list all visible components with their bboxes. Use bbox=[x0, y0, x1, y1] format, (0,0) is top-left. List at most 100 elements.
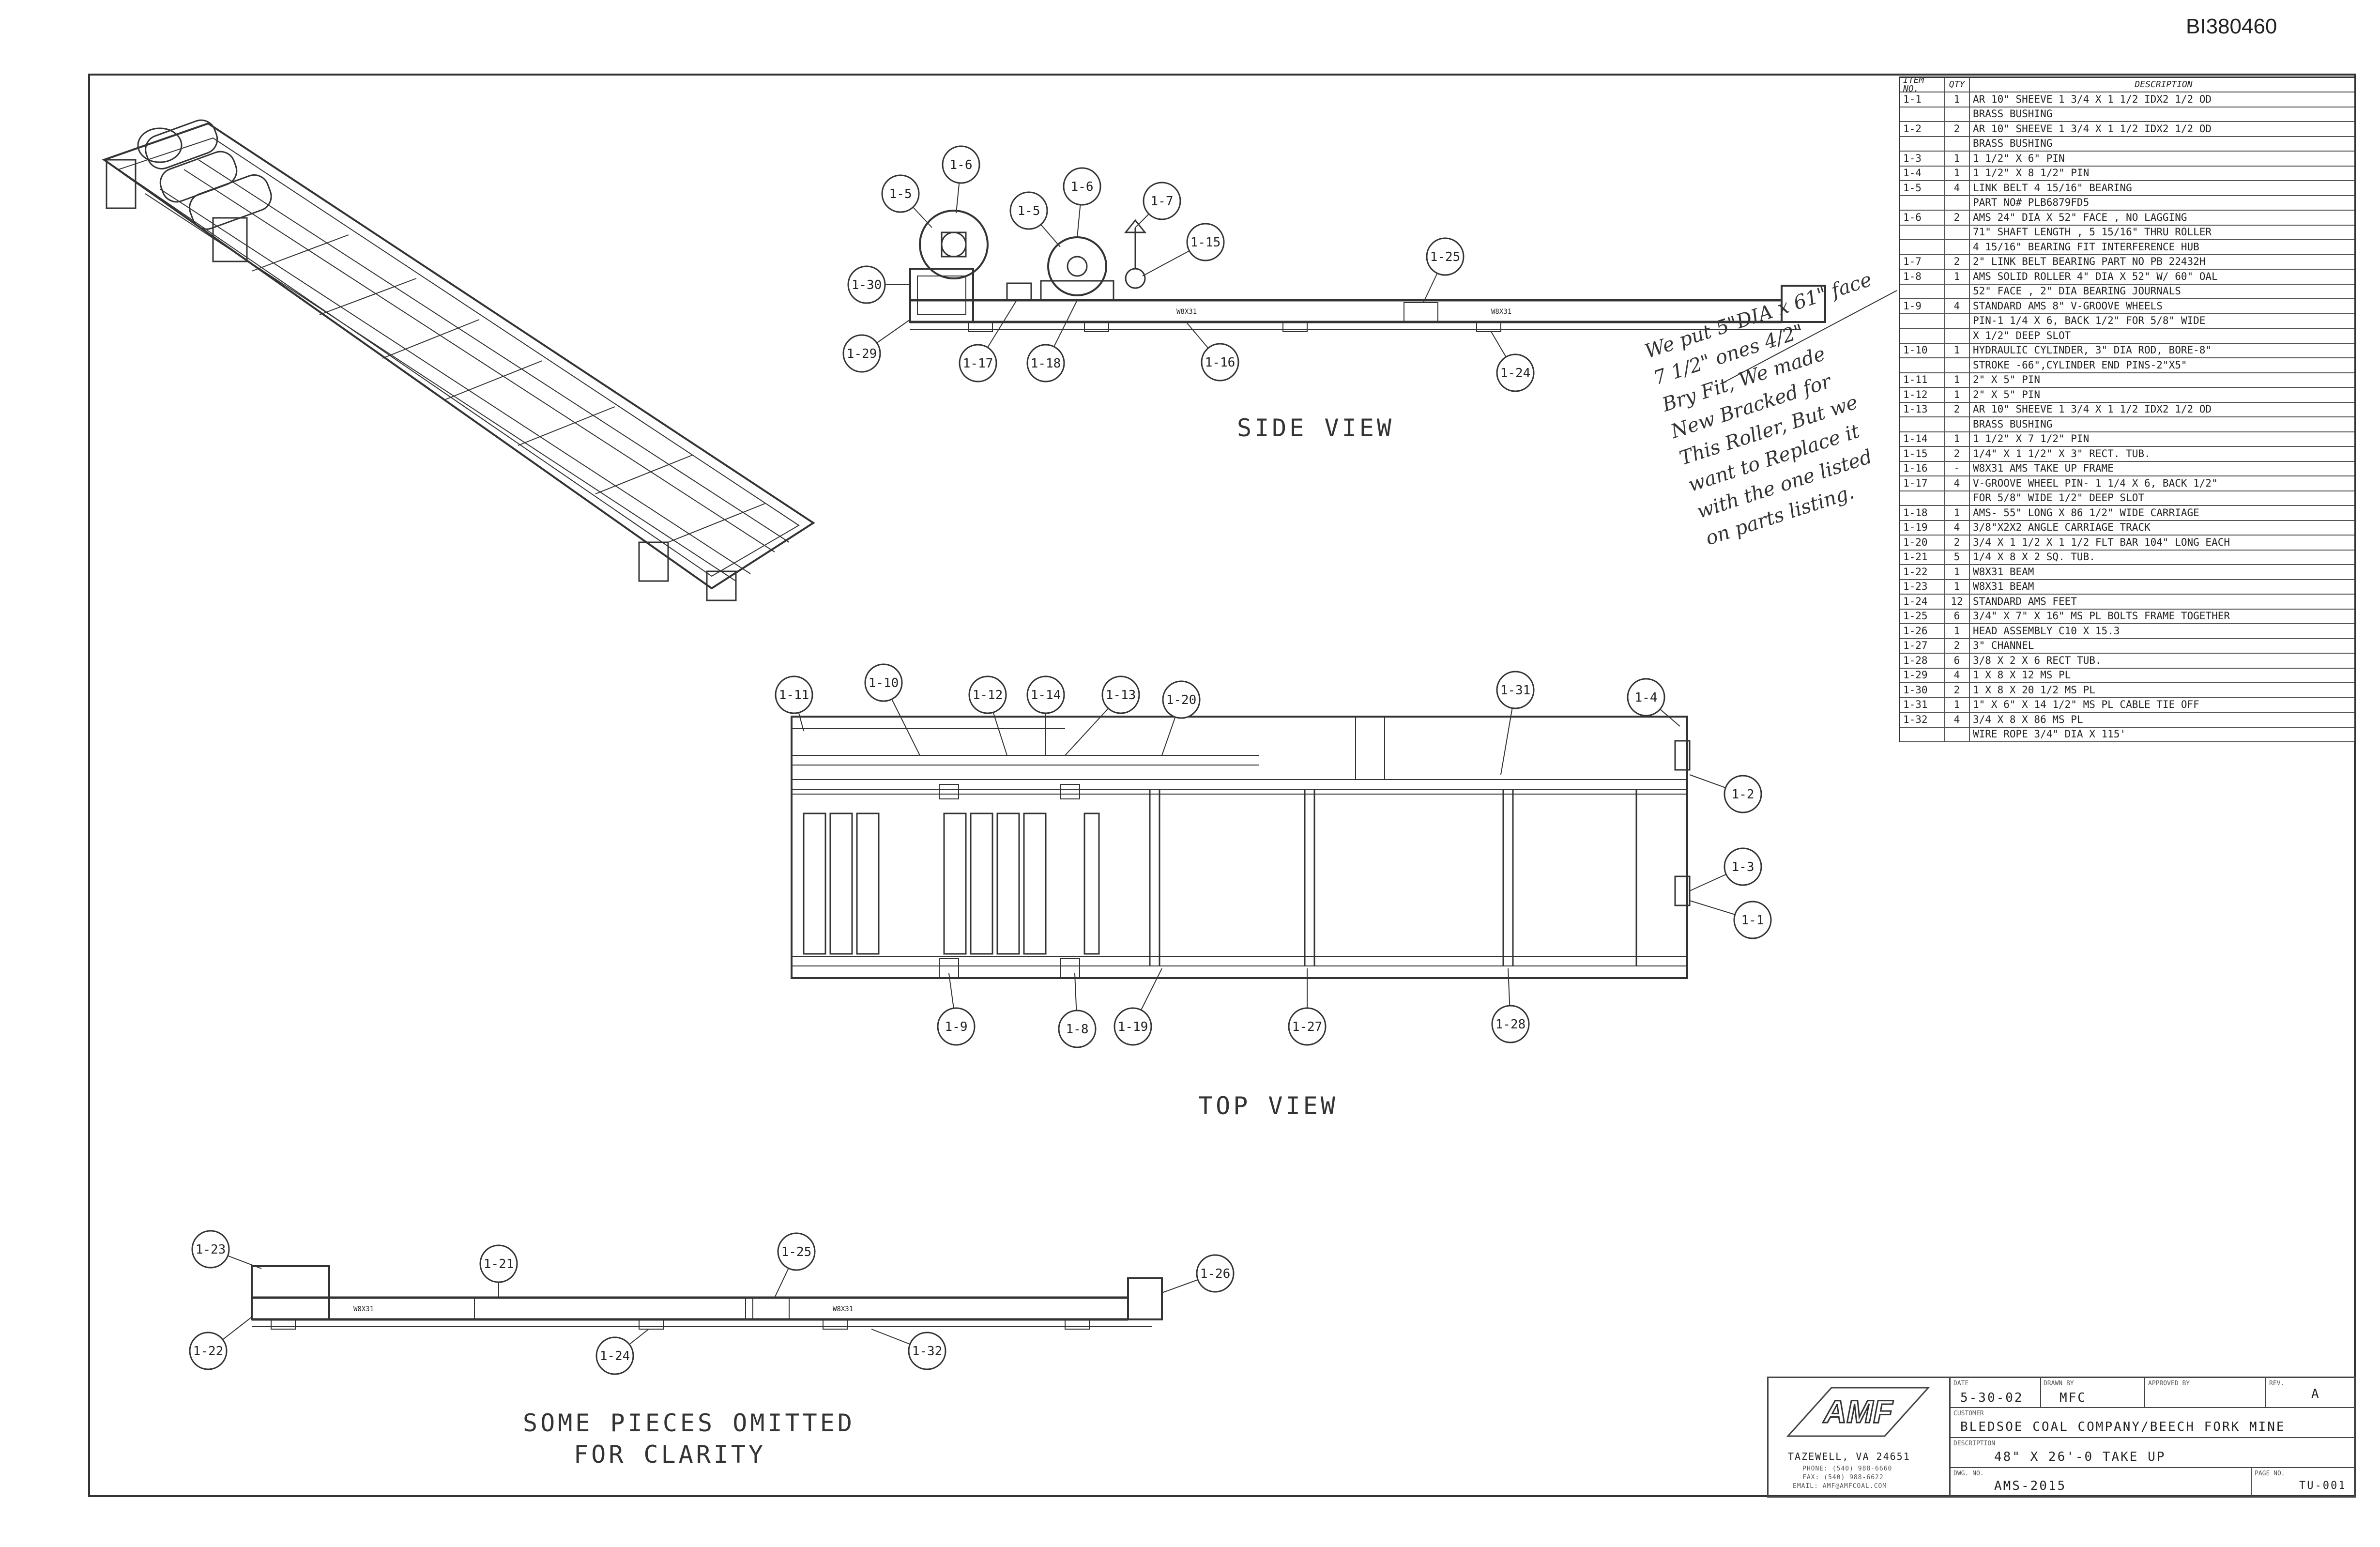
bom-item-no: 1-19 bbox=[1900, 521, 1945, 535]
bom-item-no: 1-24 bbox=[1900, 595, 1945, 609]
bom-description: 4 15/16" BEARING FIT INTERFERENCE HUB bbox=[1973, 241, 2199, 253]
bom-row: BRASS BUSHING bbox=[1900, 137, 2354, 152]
bom-qty: 1 bbox=[1945, 506, 1970, 520]
bom-item-no: 1-32 bbox=[1900, 713, 1945, 727]
bom-qty: 1 bbox=[1945, 343, 1970, 357]
bom-description: 1 X 8 X 12 MS PL bbox=[1973, 669, 2071, 681]
bom-row: WIRE ROPE 3/4" DIA X 115' bbox=[1900, 727, 2354, 742]
bom-item-no: 1-25 bbox=[1900, 609, 1945, 623]
bom-item-no: 1-14 bbox=[1900, 432, 1945, 446]
callout-bubble bbox=[847, 265, 886, 304]
bom-qty bbox=[1945, 727, 1970, 741]
bom-description: 2" LINK BELT BEARING PART NO PB 22432H bbox=[1973, 256, 2206, 268]
bom-item-no: 1-23 bbox=[1900, 580, 1945, 594]
bom-qty: 2 bbox=[1945, 536, 1970, 550]
date-label: DATE bbox=[1953, 1380, 1969, 1387]
bom-description: BRASS BUSHING bbox=[1973, 138, 2053, 150]
bom-description: 1 X 8 X 20 1/2 MS PL bbox=[1973, 684, 2095, 696]
callout-1-25b: 1-25 bbox=[774, 1232, 816, 1298]
callout-bubble bbox=[881, 174, 920, 213]
bom-description: FOR 5/8" WIDE 1/2" DEEP SLOT bbox=[1973, 492, 2145, 504]
callout-1-18: 1-18 bbox=[1026, 300, 1078, 383]
callout-1-8: 1-8 bbox=[1058, 973, 1097, 1048]
callout-label: 1-24 bbox=[600, 1349, 630, 1363]
bom-row: STROKE -66",CYLINDER END PINS-2"X5" bbox=[1900, 358, 2354, 373]
callout-bubble bbox=[1724, 847, 1762, 886]
bom-item-no: 1-28 bbox=[1900, 654, 1945, 668]
callout-1-12: 1-12 bbox=[968, 675, 1007, 756]
bom-description: W8X31 BEAM bbox=[1973, 566, 2034, 578]
callout-1-6b: 1-6 bbox=[1063, 167, 1101, 238]
bom-description: STANDARD AMS FEET bbox=[1973, 595, 2077, 607]
callout-bubble bbox=[908, 1332, 946, 1370]
bom-item-no: 1-26 bbox=[1900, 624, 1945, 638]
callout-bubble bbox=[191, 1230, 230, 1269]
isometric-view bbox=[102, 119, 815, 601]
callout-bubble bbox=[1026, 344, 1065, 383]
bom-qty: 1 bbox=[1945, 565, 1970, 579]
callout-bubble bbox=[1101, 675, 1140, 714]
bom-qty: 2 bbox=[1945, 402, 1970, 416]
bom-description: 2" X 5" PIN bbox=[1973, 388, 2041, 400]
bom-qty: 2 bbox=[1945, 255, 1970, 269]
drawn-by-label: DRAWN BY bbox=[2044, 1380, 2074, 1387]
side-view-label: SIDE VIEW bbox=[1237, 414, 1394, 442]
section-note-line1: SOME PIECES OMITTED bbox=[523, 1409, 855, 1437]
callout-1-22: 1-22 bbox=[189, 1317, 252, 1370]
bom-qty: 4 bbox=[1945, 299, 1970, 313]
description-label: DESCRIPTION bbox=[1953, 1440, 1996, 1447]
bom-item-no bbox=[1900, 225, 1945, 239]
callout-bubble bbox=[937, 1007, 976, 1046]
document-id: BI380460 bbox=[2186, 15, 2277, 38]
bom-description: 3" CHANNEL bbox=[1973, 640, 2034, 652]
bom-description: AMS 24" DIA X 52" FACE , NO LAGGING bbox=[1973, 211, 2187, 223]
callout-label: 1-5 bbox=[1018, 204, 1040, 218]
callout-label: 1-16 bbox=[1205, 355, 1236, 370]
bom-description: 71" SHAFT LENGTH , 5 15/16" THRU ROLLER bbox=[1973, 226, 2212, 238]
callout-label: 1-9 bbox=[945, 1020, 968, 1034]
top-view-label: TOP VIEW bbox=[1198, 1092, 1338, 1120]
callout-bubble bbox=[1288, 1007, 1327, 1046]
bom-row: BRASS BUSHING bbox=[1900, 417, 2354, 432]
top-view bbox=[791, 716, 1691, 979]
bom-description: 2" X 5" PIN bbox=[1973, 374, 2041, 386]
bom-qty bbox=[1945, 196, 1970, 210]
bom-qty bbox=[1945, 284, 1970, 298]
bom-qty bbox=[1945, 358, 1970, 372]
bom-item-no: 1-12 bbox=[1900, 388, 1945, 402]
callout-bubble bbox=[842, 334, 881, 373]
bom-description: AR 10" SHEEVE 1 3/4 X 1 1/2 IDX2 1/2 OD bbox=[1973, 403, 2212, 415]
bom-description: STANDARD AMS 8" V-GROOVE WHEELS bbox=[1973, 300, 2163, 312]
bom-item-no: 1-18 bbox=[1900, 506, 1945, 520]
company-fax: FAX: (540) 988-6622 bbox=[1802, 1474, 1884, 1481]
bom-header-item: ITEM NO. bbox=[1900, 78, 1945, 92]
callout-bubble bbox=[1196, 1254, 1235, 1293]
bom-qty: 4 bbox=[1945, 668, 1970, 682]
bom-row: 71" SHAFT LENGTH , 5 15/16" THRU ROLLER bbox=[1900, 225, 2354, 240]
bom-item-no: 1-27 bbox=[1900, 639, 1945, 653]
bom-row: BRASS BUSHING bbox=[1900, 107, 2354, 122]
bom-row: PART NO# PLB6879FD5 bbox=[1900, 196, 2354, 211]
bom-description: W8X31 AMS TAKE UP FRAME bbox=[1973, 462, 2114, 475]
bom-qty: 5 bbox=[1945, 550, 1970, 564]
bom-qty: 2 bbox=[1945, 447, 1970, 461]
drawn-by: MFC bbox=[2060, 1391, 2087, 1405]
bom-qty: 6 bbox=[1945, 654, 1970, 668]
callout-label: 1-6 bbox=[1071, 180, 1094, 194]
bom-description: AR 10" SHEEVE 1 3/4 X 1 1/2 IDX2 1/2 OD bbox=[1973, 123, 2212, 135]
bom-qty bbox=[1945, 137, 1970, 151]
callout-label: 1-3 bbox=[1732, 860, 1754, 874]
bom-description: 1 1/2" X 7 1/2" PIN bbox=[1973, 433, 2090, 445]
